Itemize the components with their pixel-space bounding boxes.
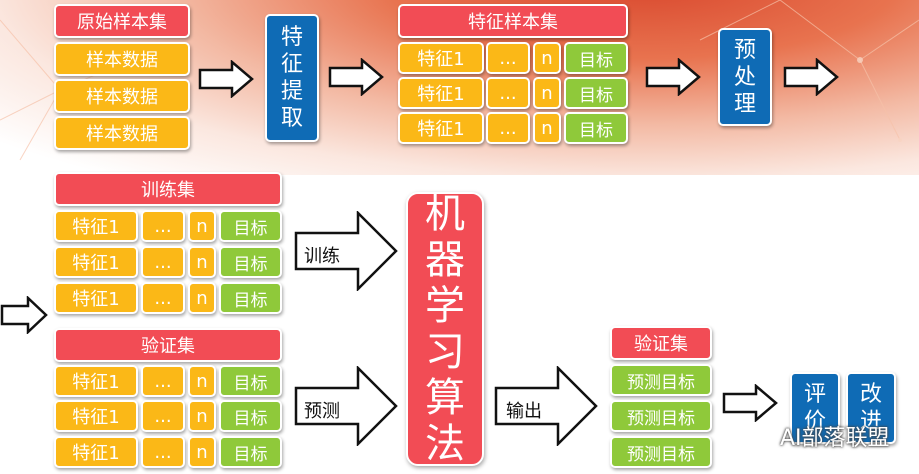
target-cell: 目标	[564, 112, 628, 144]
n-cell: n	[188, 400, 216, 432]
vertical-char: 法	[425, 421, 465, 467]
machine-learning-algorithm-box: 机器学习算法	[406, 191, 484, 467]
ellipsis-cell: ...	[141, 246, 185, 278]
n-cell: n	[533, 112, 561, 144]
predict-arrow-label: 预测	[304, 401, 340, 422]
ellipsis-cell: ...	[141, 210, 185, 242]
ellipsis-cell: ...	[141, 282, 185, 314]
target-cell: 目标	[564, 77, 628, 109]
vertical-char: 预	[733, 37, 756, 63]
arrow-to-preprocess	[645, 58, 701, 96]
n-cell: n	[533, 42, 561, 74]
feature-cell: 特征1	[54, 282, 138, 314]
watermark-text: AI部落联盟	[780, 426, 890, 451]
predicted-target-row-2: 预测目标	[610, 400, 712, 432]
raw-sample-row-2: 样本数据	[54, 79, 190, 113]
vertical-char: 算	[425, 375, 465, 421]
vertical-char: 处	[733, 64, 756, 90]
feature-cell: 特征1	[398, 42, 484, 74]
vertical-char: 机	[425, 191, 465, 237]
feature-extraction-box: 特征提取	[265, 14, 319, 142]
ellipsis-cell: ...	[141, 436, 185, 468]
ellipsis-cell: ...	[141, 365, 185, 397]
validation-set-title: 验证集	[54, 328, 282, 362]
target-cell: 目标	[219, 436, 282, 468]
arrow-continues-right	[783, 58, 839, 96]
predicted-target-row-3: 预测目标	[610, 436, 712, 468]
vertical-char: 理	[733, 91, 756, 117]
feature-sample-set-title: 特征样本集	[398, 4, 628, 38]
arrow-to-evaluate	[722, 384, 778, 422]
target-cell: 目标	[219, 210, 282, 242]
vertical-char: 改	[859, 382, 882, 407]
n-cell: n	[188, 282, 216, 314]
target-cell: 目标	[219, 400, 282, 432]
arrow-to-feature-sample-set	[328, 58, 384, 96]
raw-sample-set-title: 原始样本集	[54, 4, 190, 38]
raw-sample-row-1: 样本数据	[54, 42, 190, 76]
output-validation-set-title: 验证集	[610, 326, 712, 360]
n-cell: n	[188, 365, 216, 397]
vertical-char: 特	[280, 25, 303, 50]
vertical-char: 提	[280, 79, 303, 104]
ellipsis-cell: ...	[486, 77, 530, 109]
ellipsis-cell: ...	[486, 42, 530, 74]
feature-cell: 特征1	[54, 400, 138, 432]
preprocess-box: 预处理	[718, 28, 772, 126]
ellipsis-cell: ...	[141, 400, 185, 432]
arrow-incoming-left	[0, 296, 48, 334]
n-cell: n	[188, 210, 216, 242]
target-cell: 目标	[219, 365, 282, 397]
feature-cell: 特征1	[54, 436, 138, 468]
train-arrow	[294, 211, 398, 291]
vertical-char: 价	[803, 409, 826, 434]
target-cell: 目标	[564, 42, 628, 74]
output-arrow-label: 输出	[506, 401, 542, 422]
predicted-target-row-1: 预测目标	[610, 364, 712, 396]
evaluate-box: 评价	[790, 372, 840, 444]
train-arrow-label: 训练	[304, 246, 340, 267]
vertical-char: 征	[280, 52, 303, 77]
arrow-to-feature-extract	[198, 60, 254, 98]
predict-arrow	[294, 366, 398, 446]
vertical-char: 习	[425, 329, 465, 375]
watermark: AI部落联盟	[752, 420, 890, 452]
vertical-char: 取	[280, 106, 303, 131]
raw-sample-row-3: 样本数据	[54, 116, 190, 150]
n-cell: n	[533, 77, 561, 109]
feature-cell: 特征1	[54, 246, 138, 278]
vertical-char: 进	[859, 409, 882, 434]
output-arrow	[494, 366, 598, 446]
n-cell: n	[188, 246, 216, 278]
vertical-char: 学	[425, 283, 465, 329]
feature-cell: 特征1	[54, 365, 138, 397]
feature-cell: 特征1	[398, 77, 484, 109]
vertical-char: 评	[803, 382, 826, 407]
training-set-title: 训练集	[54, 172, 282, 206]
n-cell: n	[188, 436, 216, 468]
wechat-icon	[752, 426, 776, 445]
improve-box: 改进	[846, 372, 896, 444]
target-cell: 目标	[219, 282, 282, 314]
feature-cell: 特征1	[398, 112, 484, 144]
ellipsis-cell: ...	[486, 112, 530, 144]
feature-cell: 特征1	[54, 210, 138, 242]
target-cell: 目标	[219, 246, 282, 278]
vertical-char: 器	[425, 237, 465, 283]
